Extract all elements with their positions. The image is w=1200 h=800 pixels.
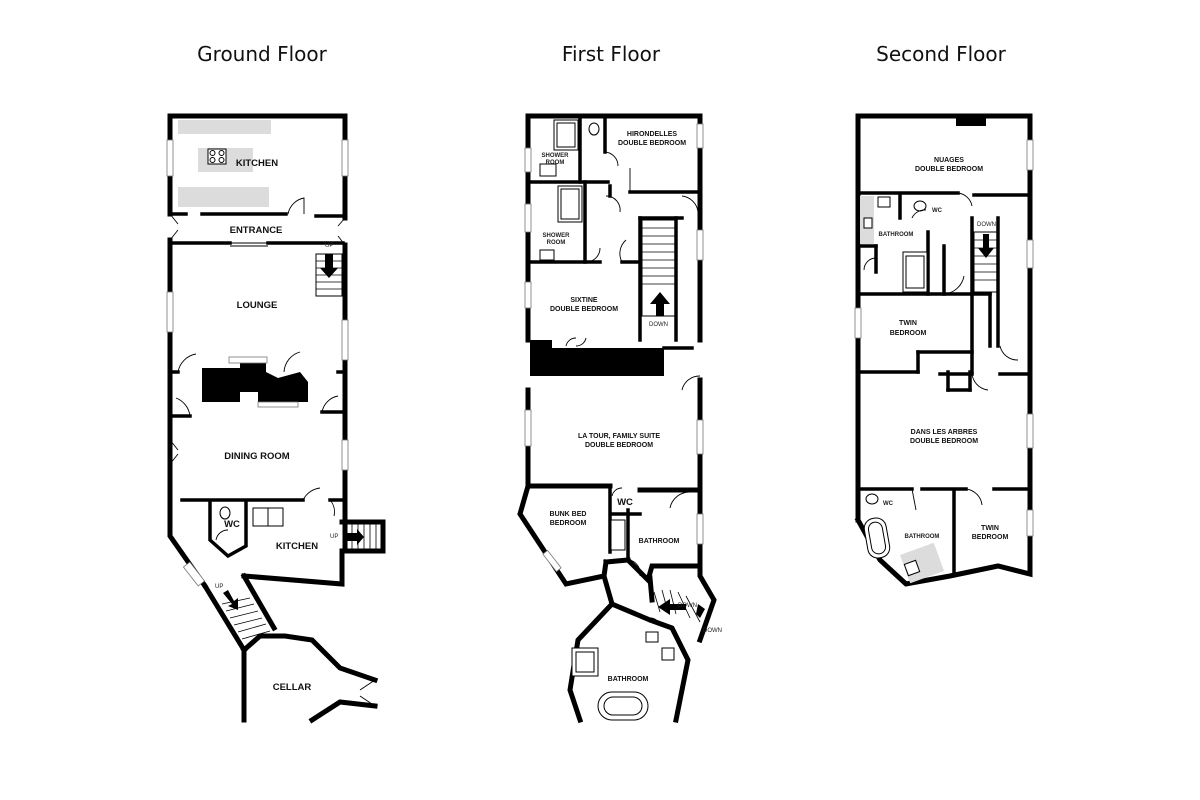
room-label-hirondelles-type: DOUBLE BEDROOM — [618, 140, 686, 147]
room-label-kitchen-bottom: KITCHEN — [276, 541, 318, 552]
kitchen-counter — [178, 187, 269, 207]
ground-floor-title: Ground Floor — [197, 42, 327, 66]
stairs-down-label: DOWN — [649, 322, 668, 328]
room-label-bunk-bed: BUNK BED — [550, 511, 587, 518]
room-label-bathroom: BATHROOM — [879, 232, 914, 238]
stairs-up-label: UP — [330, 534, 338, 540]
fireplace — [202, 358, 308, 402]
room-label-nuages: NUAGES — [934, 157, 964, 164]
room-label-nuages-type: DOUBLE BEDROOM — [915, 166, 983, 173]
arrow-down-icon — [978, 234, 994, 258]
room-label-dans-les-arbres-type: DOUBLE BEDROOM — [910, 438, 978, 445]
room-label-sixtine-type: DOUBLE BEDROOM — [550, 306, 618, 313]
room-label-wc: WC — [617, 497, 633, 508]
arrow-right-icon — [347, 529, 364, 545]
ground-floor-plan: KITCHEN ENTRANCE LOUNGE DINING ROOM WC K… — [166, 113, 386, 724]
room-label-shower-room: SHOWER — [543, 233, 571, 239]
arrow-left-icon — [658, 599, 686, 615]
first-floor-title: First Floor — [562, 42, 661, 66]
room-label-sixtine: SIXTINE — [570, 297, 598, 304]
room-label-twin-type: BEDROOM — [890, 330, 927, 337]
first-floor-plan: HIRONDELLES DOUBLE BEDROOM SHOWER ROOM S… — [517, 113, 722, 724]
room-label-shower-room: ROOM — [546, 160, 565, 166]
outer-wall — [167, 497, 209, 590]
room-label-wc: WC — [883, 501, 894, 507]
arrow-down-icon — [320, 254, 338, 278]
room-label-wc: WC — [224, 519, 240, 530]
room-label-bunk-bed-type: BEDROOM — [550, 520, 587, 527]
chimney-beam — [530, 340, 664, 376]
arrow-down-icon — [223, 590, 238, 610]
stairs-up-label: UP — [215, 584, 223, 590]
kitchen-counter — [178, 120, 271, 134]
hob-icon — [207, 148, 227, 165]
room-label-shower-room: ROOM — [547, 240, 566, 246]
room-label-twin-type: BEDROOM — [972, 534, 1009, 541]
stairs-up-label: UP — [325, 243, 333, 249]
room-label-wc: WC — [932, 208, 943, 214]
stairs-down-label: DOWN — [703, 628, 722, 634]
room-label-bathroom-tower: BATHROOM — [608, 676, 649, 683]
room-label-twin: TWIN — [899, 320, 917, 327]
room-label-la-tour-type: DOUBLE BEDROOM — [585, 442, 653, 449]
second-floor-title: Second Floor — [876, 42, 1006, 66]
room-label-shower-room: SHOWER — [542, 153, 570, 159]
room-label-la-tour: LA TOUR, FAMILY SUITE — [578, 433, 660, 440]
room-label-dans-les-arbres: DANS LES ARBRES — [911, 429, 978, 436]
room-label-entrance: ENTRANCE — [230, 225, 283, 236]
second-floor-plan: NUAGES DOUBLE BEDROOM WC BATHROOM TWIN B… — [854, 113, 1034, 587]
stairs-down-label: DOWN — [977, 222, 996, 228]
room-label-hirondelles: HIRONDELLES — [627, 131, 678, 138]
room-label-bathroom: BATHROOM — [905, 534, 940, 540]
room-label-cellar: CELLAR — [273, 682, 312, 693]
arrow-down-icon — [696, 604, 705, 618]
room-label-lounge: LOUNGE — [237, 300, 278, 311]
arrow-up-icon — [650, 292, 670, 316]
stairs-down-label: DOWN — [678, 603, 697, 609]
room-label-twin: TWIN — [981, 525, 999, 532]
room-label-dining-room: DINING ROOM — [224, 451, 290, 462]
room-label-kitchen: KITCHEN — [236, 158, 278, 169]
room-label-bathroom: BATHROOM — [639, 538, 680, 545]
